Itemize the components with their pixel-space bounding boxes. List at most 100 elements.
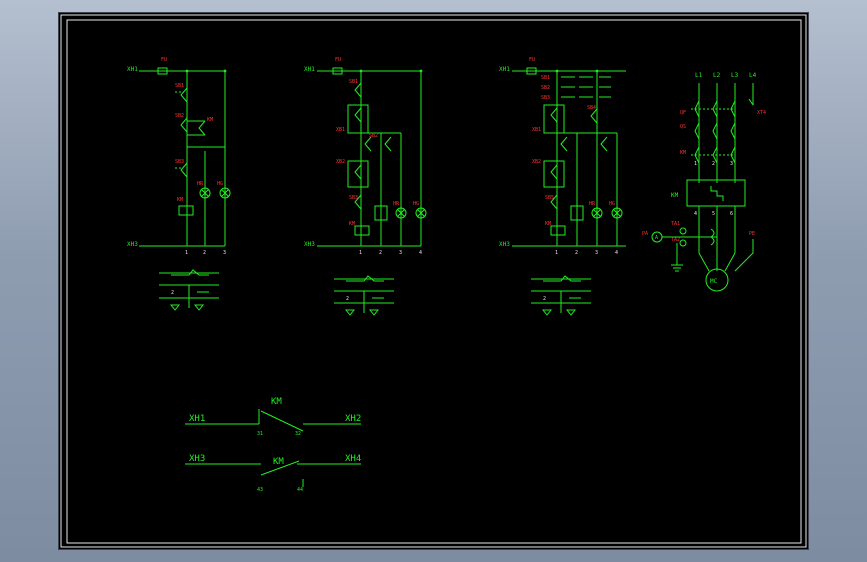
wire-number: 5 [712, 211, 715, 217]
phase-label: L3 [731, 72, 739, 79]
component-label: KM [177, 197, 183, 203]
component-label: SB1 [541, 75, 550, 81]
component-label: KM [545, 221, 551, 227]
component-label: XB2 [532, 159, 541, 165]
contact-right-label: XH2 [345, 414, 361, 424]
drawing-frame-inner [66, 19, 802, 544]
node-number: 2 [575, 250, 578, 256]
control-schematic-1: XH1 XH3 FU SB1 SB2 KM SB [127, 57, 231, 311]
contact-km-label: KM [273, 457, 284, 467]
terminal-bottom-label: XH3 [499, 241, 510, 248]
sensor-label: TA2 [671, 237, 680, 243]
sensor-label: TA1 [671, 221, 680, 227]
indicator-box [570, 205, 584, 221]
fuse-label: FU [529, 57, 535, 63]
component-label: HR [197, 181, 204, 187]
fuse-symbol [157, 67, 168, 75]
contact-table-1: 2 [159, 269, 219, 311]
drawing-canvas[interactable]: XH1 XH3 FU SB1 SB2 KM SB [59, 13, 808, 549]
node-number: 1 [555, 250, 558, 256]
control-schematic-2: XH1 XH3 FU SB1 XB1 [304, 57, 427, 316]
contact-pin-label: 44 [297, 487, 303, 493]
terminal-bottom-label: XH3 [304, 241, 315, 248]
component-label: KM [349, 221, 355, 227]
contact-pin-label: 43 [257, 487, 263, 493]
sensor-label: PA [642, 231, 648, 237]
component-label: SB2 [175, 113, 184, 119]
power-circuit: L1 L2 L3 L4 QF XT4 QS KM 1 2 3 KM 4 5 6 [642, 72, 766, 292]
pe-label: PE [749, 231, 755, 237]
wire-number: 1 [694, 161, 697, 167]
contact-pin-label: 31 [257, 431, 263, 437]
drawing-frame-outer [60, 14, 807, 548]
wire-number: 4 [694, 211, 697, 217]
contact-table-2: 2 [334, 275, 394, 316]
coil-km [178, 205, 194, 216]
phase-label: L1 [695, 72, 703, 79]
contact-pin-label: 32 [295, 431, 301, 437]
indicator-hg [611, 207, 623, 219]
ct-coil [710, 228, 715, 246]
km-block-label: KM [671, 192, 679, 199]
component-label: SB4 [587, 105, 596, 111]
node-number: 3 [595, 250, 598, 256]
ct-1 [679, 227, 687, 235]
contact-right-label: XH4 [345, 454, 361, 464]
component-label: SB3 [175, 159, 184, 165]
component-label: XB1 [532, 127, 541, 133]
component-label: XB2 [336, 159, 345, 165]
phase-label: L2 [713, 72, 721, 79]
component-label: HG [217, 181, 223, 187]
contactor-label: KM [680, 150, 686, 156]
component-label: HG [609, 201, 615, 207]
fuse-label: FU [335, 57, 341, 63]
component-label: SB5 [545, 195, 554, 201]
contact-nc: XH1 XH2 KM 31 32 [185, 397, 361, 437]
wire-number: 2 [712, 161, 715, 167]
fuse-symbol [526, 67, 537, 75]
motor-label: MC [710, 278, 718, 285]
component-label: KM [207, 117, 213, 123]
switch-label: QS [680, 124, 686, 130]
terminal-top-label: XH1 [304, 66, 315, 73]
indicator-box [374, 205, 388, 221]
terminal-top-label: XH1 [127, 66, 138, 73]
component-label: SB3 [349, 195, 358, 201]
indicator-hg [415, 207, 427, 219]
ammeter: A [651, 231, 663, 243]
legend-dashes [561, 76, 611, 98]
control-schematic-3: XH1 XH3 FU [499, 57, 626, 316]
node-number: 2 [379, 250, 382, 256]
coil-km [550, 225, 566, 236]
node-number: 3 [399, 250, 402, 256]
component-label: SB1 [349, 79, 358, 85]
xb1-box [347, 104, 369, 134]
xb1-box [543, 104, 565, 134]
phase-label: L4 [749, 72, 757, 79]
wire-number: 3 [730, 161, 733, 167]
indicator-hr [395, 207, 407, 219]
node-number: 1 [185, 250, 188, 256]
indicator-hg [219, 187, 231, 199]
component-label: HG [413, 201, 419, 207]
node-number: 4 [615, 250, 618, 256]
ammeter-mark: A [655, 235, 658, 241]
xb2-box [543, 160, 565, 188]
table-row-label: 2 [543, 296, 546, 302]
relay-label: XT4 [757, 110, 766, 116]
wire-number: 6 [730, 211, 733, 217]
node-number: 1 [359, 250, 362, 256]
node-number: 2 [203, 250, 206, 256]
ct-2 [679, 239, 687, 247]
contact-table-3: 2 [531, 275, 591, 316]
cad-viewport[interactable]: XH1 XH3 FU SB1 SB2 KM SB [59, 13, 808, 549]
component-label: HR [393, 201, 400, 207]
component-label: SB3 [541, 95, 550, 101]
table-row-label: 2 [171, 290, 174, 296]
contact-no: XH3 XH4 KM 43 44 [185, 454, 361, 493]
terminal-bottom-label: XH3 [127, 241, 138, 248]
node-number: 4 [419, 250, 422, 256]
table-row-label: 2 [346, 296, 349, 302]
component-label: SB2 [541, 85, 550, 91]
breaker-label: QF [680, 110, 686, 116]
